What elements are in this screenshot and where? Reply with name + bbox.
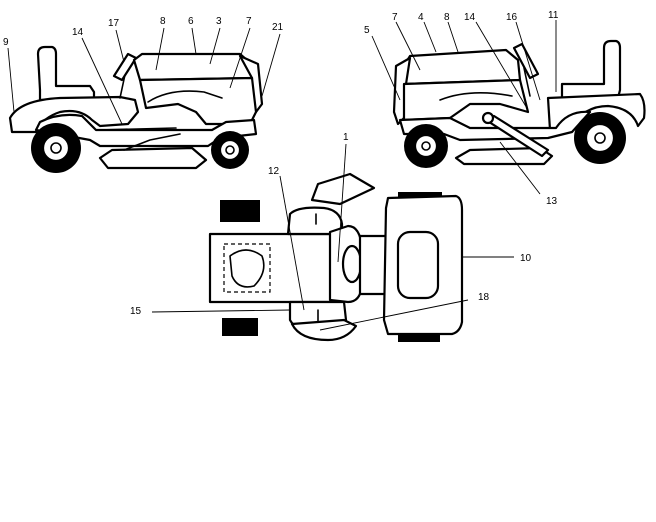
callout-10: 10 [520,253,532,264]
hood [132,52,258,82]
fender-upper [286,206,344,236]
grille-top [396,230,440,300]
callout-14-right: 14 [464,12,476,23]
top-view-leader-lines [151,143,514,313]
engine-side-panel [138,76,258,126]
callout-7-left: 7 [246,16,252,27]
tractor-top-view [151,143,514,342]
callout-6: 6 [188,16,194,27]
tractor-left-side-view [7,27,281,173]
callout-8-left: 8 [160,16,166,27]
top-rear-tire-lower [222,318,258,336]
engine-side-panel-right [402,78,530,122]
callout-15: 15 [130,306,142,317]
callout-3: 3 [216,16,222,27]
callout-5: 5 [364,25,370,36]
dashed-area [223,243,271,293]
frame-right [398,110,592,142]
mower-deck [98,146,208,170]
left-view-leader-lines [7,27,281,125]
callout-13: 13 [546,196,558,207]
steering-wheel-right [512,42,540,80]
seat-cushion-top [341,244,363,284]
top-front-tire-lower [398,334,440,342]
steering-wheel [112,52,138,82]
callout-11: 11 [548,10,559,21]
callout-12: 12 [268,166,280,177]
tractor-right-side-view [371,20,646,195]
callout-21: 21 [272,22,284,33]
callout-18: 18 [478,292,490,303]
deck-top [290,318,358,342]
callout-numbers: 9 14 17 8 6 3 7 21 5 7 4 8 14 16 11 13 1… [3,10,559,317]
callout-7-right: 7 [392,12,398,23]
mower-deck-right [454,146,554,166]
right-view-leader-lines [371,20,557,195]
callout-9-left: 9 [3,37,9,48]
callout-4: 4 [418,12,424,23]
top-rear-tire-upper [220,200,260,222]
callout-17: 17 [108,18,120,29]
seat [36,45,96,102]
callout-1: 1 [343,132,349,143]
callout-14-left: 14 [72,27,84,38]
callout-8-right: 8 [444,12,450,23]
seat-right [560,39,622,100]
callout-16: 16 [506,12,518,23]
middle-body-top [358,234,388,296]
